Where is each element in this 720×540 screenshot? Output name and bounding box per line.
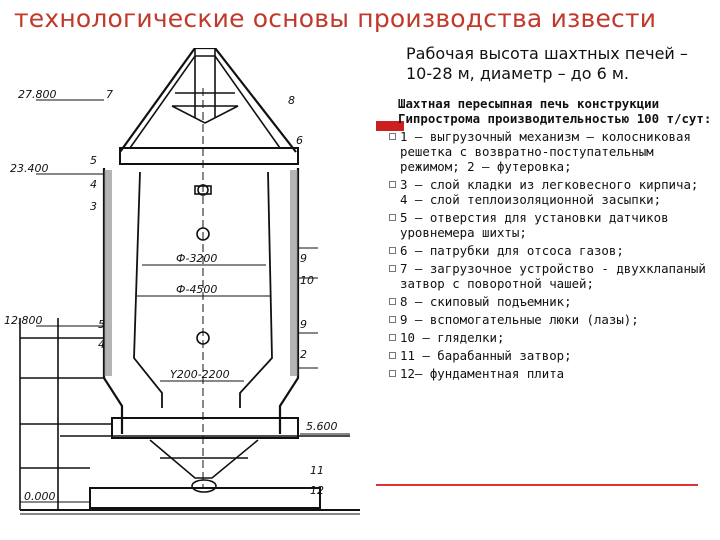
callout-number: 4 [90,178,97,191]
list-item: 8 — скиповый подъемник; [389,294,713,309]
list-item: 12— фундаментная плита [389,366,713,381]
caption-heading: Шахтная пересыпная печь конструкции Гипр… [398,96,712,126]
elevation-label: 0.000 [24,490,56,503]
callout-number: 9 [300,318,307,331]
dimension-label: Ф-3200 [176,252,217,265]
list-item: 7 — загрузочное устройство - двухклапаны… [389,261,713,291]
bottom-divider [376,484,698,486]
dimension-label: Ф-4500 [176,283,217,296]
elevation-label: 23.400 [10,162,49,175]
callout-number: 12 [310,484,324,497]
elevation-labels: 27.800 23.400 12.800 5.600 0.000 [4,88,338,503]
list-item: 11 — барабанный затвор; [389,348,713,363]
list-item: 5 — отверстия для установки датчиков уро… [389,210,713,240]
elevation-label: 12.800 [4,314,43,327]
elevation-label: 5.600 [306,420,338,433]
accent-marker [376,121,404,131]
lead-paragraph: Рабочая высота шахтных печей – 10-28 м, … [406,44,688,83]
list-item: 9 — вспомогательные люки (лазы); [389,312,713,327]
callout-number: 6 [296,134,303,147]
legend-list: 1 — выгрузочный механизм – колосниковая … [389,129,713,381]
slide-title: технологические основы производства изве… [14,4,657,33]
callout-number: 10 [300,274,314,287]
figure-caption: Шахтная пересыпная печь конструкции Гипр… [389,96,713,384]
list-item: 10 — гляделки; [389,330,713,345]
callout-number: 4 [98,338,105,351]
callout-number: 3 [90,200,97,213]
elevation-label: 27.800 [18,88,57,101]
dimension-label: Y200-2200 [170,368,230,381]
callout-number: 8 [288,94,295,107]
callout-number: 2 [300,348,307,361]
callout-number: 7 [106,88,113,101]
list-item: 6 — патрубки для отсоса газов; [389,243,713,258]
list-item: 3 — слой кладки из легковесного кирпича;… [389,177,713,207]
list-item: 1 — выгрузочный механизм – колосниковая … [389,129,713,174]
callout-number: 11 [310,464,324,477]
callout-number: 5 [90,154,97,167]
shaft-kiln-drawing: 27.800 23.400 12.800 5.600 0.000 Ф-3200 … [4,48,360,515]
callout-numbers: 7 8 6 5 4 3 9 10 5 4 9 2 11 12 [90,88,324,497]
callout-number: 9 [300,252,307,265]
dimension-labels: Ф-3200 Ф-4500 Y200-2200 [170,252,230,381]
callout-number: 5 [98,318,105,331]
